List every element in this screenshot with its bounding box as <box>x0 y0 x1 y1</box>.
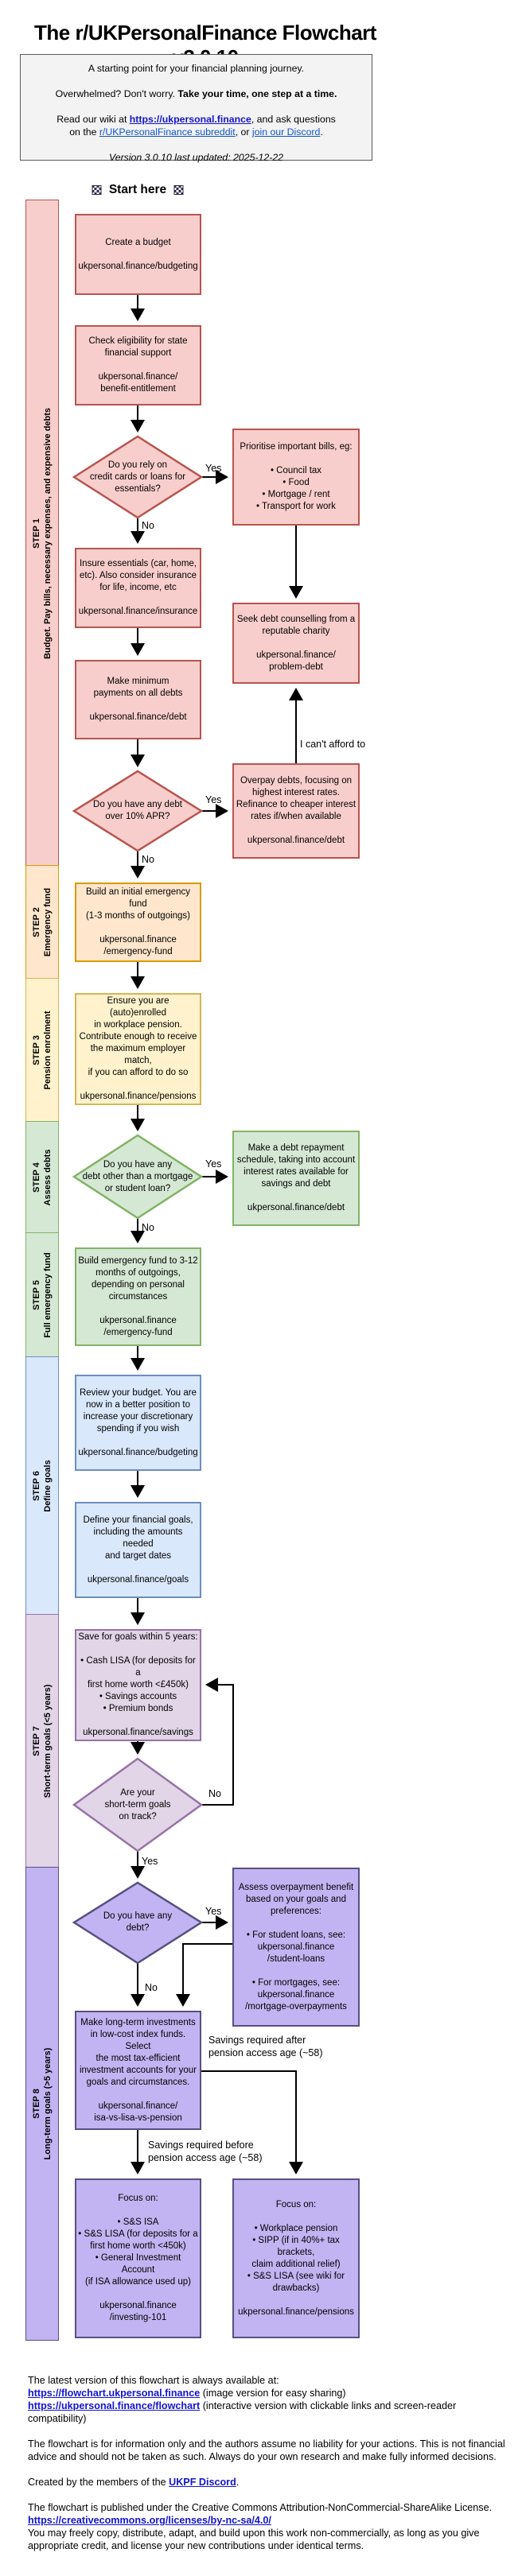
node-review-budget: Review your budget. You are now in a bet… <box>75 1375 201 1471</box>
wiki-link[interactable]: https://ukpersonal.finance <box>129 114 251 125</box>
edge-label-no: No <box>142 520 154 531</box>
start-here-label: Start here <box>58 183 217 197</box>
intro-tagline: A starting point for your financial plan… <box>88 63 305 74</box>
edge-label-no: No <box>208 1788 221 1799</box>
subreddit-link[interactable]: r/UKPersonalFinance subreddit <box>99 126 236 138</box>
step-band-8: STEP 8 Long-term goals (>5 years) <box>25 1867 59 2341</box>
node-check-eligibility: Check eligibility for state financial su… <box>75 325 201 405</box>
start-here-text: Start here <box>108 183 167 196</box>
footer-created-pre: Created by the members of the <box>28 2477 169 2488</box>
footer: The latest version of this flowchart is … <box>28 2374 505 2565</box>
decision-rely-credit <box>72 435 204 519</box>
node-pension-enrolment: Ensure you are (auto)enrolled in workpla… <box>75 993 201 1105</box>
edge-label-after-pension: Savings required after pension access ag… <box>208 2035 323 2058</box>
node-define-goals: Define your financial goals, including t… <box>75 1502 201 1598</box>
decision-other-debt <box>72 1134 204 1220</box>
intro-wiki-line1: Read our wiki at https://ukpersonal.fina… <box>21 113 372 126</box>
edge-label-before-pension: Savings required before pension access a… <box>148 2140 263 2163</box>
node-insure-essentials: Insure essentials (car, home, etc). Also… <box>75 548 201 628</box>
intro-overwhelmed: Overwhelmed? Don't worry. Take your time… <box>21 87 372 100</box>
footer-created-end: . <box>236 2477 240 2488</box>
edge-label-yes: Yes <box>205 1906 222 1917</box>
node-short-term-savings: Save for goals within 5 years: • Cash LI… <box>75 1629 201 1741</box>
footer-disclaimer: The flowchart is for information only an… <box>28 2438 505 2462</box>
edge-ontrack-no-loop <box>201 1678 234 1806</box>
footer-interactive-link[interactable]: https://ukpersonal.finance/flowchart <box>28 2400 201 2411</box>
decision-goals-on-track <box>72 1757 204 1852</box>
footer-license-line: The flowchart is published under the Cre… <box>28 2502 493 2513</box>
decision-goals-on-track-text: Are your short-term goals on track? <box>104 1787 171 1821</box>
edge-label-yes: Yes <box>142 1856 158 1867</box>
node-repayment-schedule: Make a debt repayment schedule, taking i… <box>232 1131 360 1226</box>
wiki-pre-text: Read our wiki at <box>56 114 130 125</box>
footer-image-link-desc: (image version for easy sharing) <box>200 2388 346 2399</box>
node-minimum-payments: Make minimum payments on all debts ukper… <box>75 660 201 739</box>
step-band-1: STEP 1 Budget. Pay bills, necessary expe… <box>25 200 59 867</box>
decision-any-debt-text: Do you have any debt? <box>103 1911 173 1933</box>
node-focus-pension: Focus on: • Workplace pension • SIPP (if… <box>232 2178 360 2338</box>
step-band-5: STEP 5 Full emergency fund <box>25 1232 59 1358</box>
node-overpay-debts: Overpay debts, focusing on highest inter… <box>232 763 360 859</box>
intro-overwhelmed-text: Overwhelmed? Don't worry. <box>55 88 178 99</box>
footer-license: The flowchart is published under the Cre… <box>28 2501 505 2552</box>
footer-latest-version: The latest version of this flowchart is … <box>28 2374 505 2425</box>
node-create-budget: Create a budget ukpersonal.finance/budge… <box>75 214 201 295</box>
step-band-6: STEP 6 Define goals <box>25 1356 59 1616</box>
license-link[interactable]: https://creativecommons.org/licenses/by-… <box>28 2515 271 2526</box>
node-initial-emergency-fund: Build an initial emergency fund (1-3 mon… <box>75 883 201 962</box>
node-full-emergency-fund: Build emergency fund to 3-12 months of o… <box>75 1247 201 1346</box>
edge-invest-to-pension-focus <box>201 2070 303 2174</box>
footer-image-link[interactable]: https://flowchart.ukpersonal.finance <box>28 2388 201 2399</box>
edge-assess-to-invest <box>176 1943 232 2007</box>
edge-label-no: No <box>142 854 154 865</box>
wiki-mid-text: , and ask questions <box>251 114 336 125</box>
node-assess-overpayment: Assess overpayment benefit based on your… <box>232 1868 360 2027</box>
edge-label-yes: Yes <box>205 463 222 474</box>
step-band-3: STEP 3 Pension enrolment <box>25 978 59 1123</box>
decision-debt-over-10-text: Do you have any debt over 10% APR? <box>93 800 182 821</box>
edge-label-no: No <box>145 1982 158 1993</box>
checkered-flag-icon <box>92 185 102 195</box>
decision-any-debt <box>72 1881 204 1965</box>
node-debt-counselling: Seek debt counselling from a reputable c… <box>232 603 360 684</box>
intro-wiki-line2: on the r/UKPersonalFinance subreddit, or… <box>21 126 372 138</box>
wiki-line2-pre: on the <box>69 126 99 138</box>
edge-label-yes: Yes <box>205 1158 222 1170</box>
wiki-or-text: , or <box>235 126 252 138</box>
ukpf-discord-link[interactable]: UKPF Discord <box>169 2477 236 2488</box>
edge-label-no: No <box>142 1222 154 1233</box>
decision-rely-credit-text: Do you rely on credit cards or loans for… <box>89 460 186 494</box>
node-prioritise-bills: Prioritise important bills, eg: • Counci… <box>232 429 360 526</box>
edge-label-yes: Yes <box>205 794 222 805</box>
decision-other-debt-text: Do you have any debt other than a mortga… <box>82 1159 193 1193</box>
decision-debt-over-10 <box>72 770 204 852</box>
discord-link[interactable]: join our Discord <box>251 126 321 138</box>
intro-box: A starting point for your financial plan… <box>20 54 372 163</box>
edge-label-cant-afford: I can't afford to <box>300 739 366 750</box>
footer-latest-intro: The latest version of this flowchart is … <box>28 2375 279 2386</box>
step-band-7: STEP 7 Short-term goals (<5 years) <box>25 1614 59 1868</box>
footer-created-by: Created by the members of the UKPF Disco… <box>28 2476 505 2489</box>
step-band-4: STEP 4 Assess debts <box>25 1121 59 1234</box>
checkered-flag-icon <box>173 185 184 195</box>
wiki-end-text: . <box>320 126 323 138</box>
node-long-term-investments: Make long-term investments in low-cost i… <box>75 2011 201 2130</box>
footer-interactive-link-desc: (interactive version with clickable link… <box>28 2400 457 2424</box>
version-line: Version 3.0.10 last updated: 2025-12-22 <box>109 152 283 163</box>
intro-overwhelmed-bold: Take your time, one step at a time. <box>177 88 337 99</box>
footer-license-text: You may freely copy, distribute, adapt, … <box>28 2528 480 2551</box>
node-focus-isa: Focus on: • S&S ISA • S&S LISA (for depo… <box>75 2178 201 2338</box>
